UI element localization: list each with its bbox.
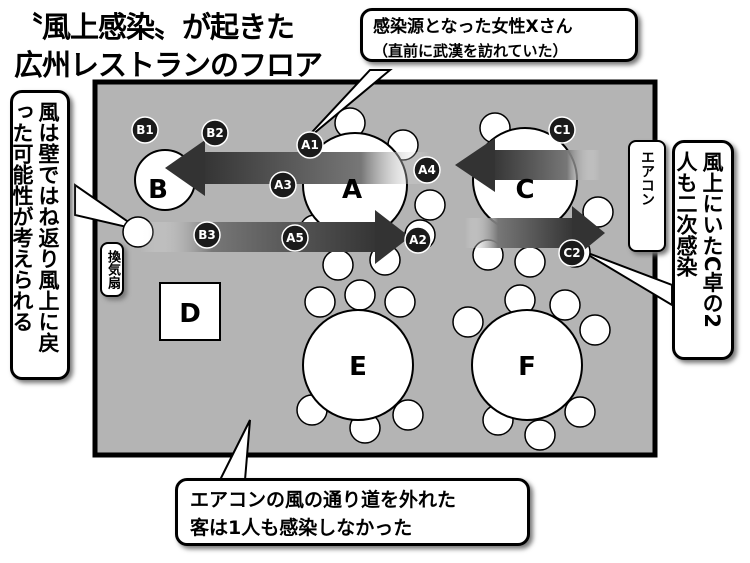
seat-b2: B2 bbox=[201, 119, 229, 147]
airflow-arrow-c-left bbox=[455, 138, 600, 192]
svg-text:A3: A3 bbox=[274, 178, 292, 192]
table-label-d: D bbox=[179, 299, 201, 329]
callout-infection-source: 感染源となった女性Xさん （直前に武漢を訪れていた） bbox=[360, 8, 638, 62]
svg-text:B2: B2 bbox=[206, 126, 224, 140]
table-label-b: B bbox=[148, 175, 168, 205]
svg-text:B1: B1 bbox=[136, 123, 154, 137]
callout-bottom-line-1: エアコンの風の通り道を外れた bbox=[190, 489, 457, 511]
svg-text:C1: C1 bbox=[553, 123, 570, 137]
seat-a2: A2 bbox=[404, 226, 432, 254]
callout-source-line-2: （直前に武漢を訪れていた） bbox=[373, 42, 568, 60]
seat-a3: A3 bbox=[269, 171, 297, 199]
seat-a4: A4 bbox=[413, 156, 441, 184]
table-label-a: A bbox=[342, 175, 362, 205]
seat-c2: C2 bbox=[558, 239, 586, 267]
callout-source-line-1: 感染源となった女性Xさん bbox=[373, 17, 573, 37]
callout-c-table-infection: 風上にいたC卓の2人も二次感染 bbox=[672, 140, 734, 360]
seat-b1: B1 bbox=[131, 116, 159, 144]
svg-text:A2: A2 bbox=[409, 233, 427, 247]
seat-b3: B3 bbox=[193, 221, 221, 249]
seat-a1: A1 bbox=[296, 131, 324, 159]
air-conditioner-label: エアコン bbox=[628, 140, 666, 252]
callout-tail-left bbox=[74, 183, 141, 231]
seat-c1: C1 bbox=[548, 116, 576, 144]
seat-a5: A5 bbox=[281, 224, 309, 252]
callout-tail-source bbox=[299, 69, 393, 146]
table-label-c: C bbox=[515, 175, 534, 205]
ventilation-fan-label: 換気扇 bbox=[100, 242, 124, 297]
title-line-2: 広州レストランのフロア bbox=[14, 48, 323, 82]
airflow-arrow-lower bbox=[140, 210, 410, 264]
title-line-1: 〝風上感染〟が起きた bbox=[14, 10, 295, 44]
table-label-e: E bbox=[349, 352, 367, 382]
callout-no-infection: エアコンの風の通り道を外れた 客は1人も感染しなかった bbox=[175, 478, 530, 546]
svg-text:A1: A1 bbox=[301, 138, 319, 152]
callout-wall-reflection: 風は壁ではね返り風上に戻った可能性が考えられる bbox=[10, 90, 70, 380]
svg-text:A5: A5 bbox=[286, 231, 304, 245]
svg-text:C2: C2 bbox=[563, 246, 580, 260]
table-d bbox=[159, 282, 221, 341]
table-label-f: F bbox=[518, 352, 536, 382]
table-f bbox=[471, 309, 583, 421]
callout-bottom-line-2: 客は1人も感染しなかった bbox=[190, 517, 413, 539]
page-title: 〝風上感染〟が起きた 広州レストランのフロア bbox=[14, 8, 323, 84]
table-e bbox=[302, 309, 414, 421]
svg-text:A4: A4 bbox=[418, 163, 436, 177]
svg-text:B3: B3 bbox=[198, 228, 216, 242]
